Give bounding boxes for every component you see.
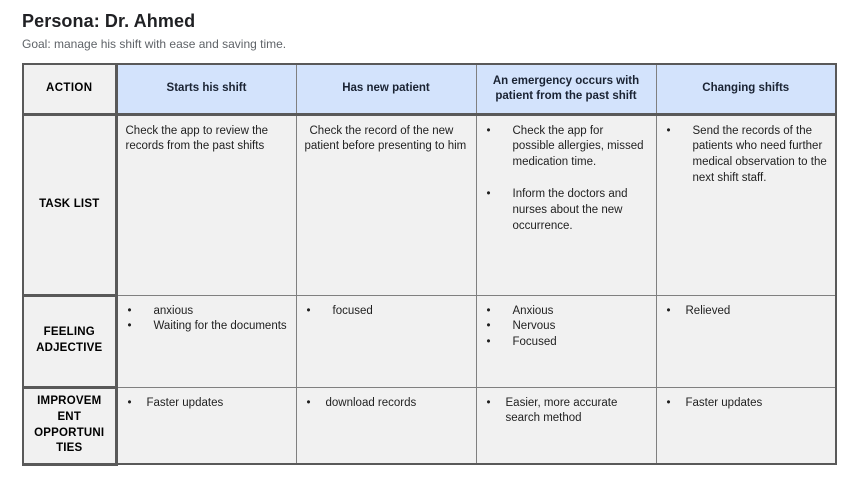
list-item-text: anxious — [153, 304, 194, 317]
list-item: • Nervous — [487, 319, 648, 335]
bullet-list: • Faster updates — [126, 396, 288, 412]
bullet-icon: • — [666, 396, 671, 409]
cell-feeling-emergency: • Anxious • Nervous • Focused — [475, 294, 657, 388]
bullet-icon: • — [306, 304, 311, 317]
bullet-icon: • — [486, 188, 491, 201]
list-item: • Focused — [487, 335, 648, 351]
cell-feeling-changing-shifts: • Relieved — [655, 294, 837, 388]
header-action: ACTION — [22, 63, 118, 116]
header-starts-shift: Starts his shift — [115, 63, 297, 116]
list-item-text: Inform the doctors and nurses about the … — [512, 188, 628, 232]
list-item-text: Send the records of the patients who nee… — [692, 124, 827, 185]
list-item: • Check the app for possible allergies, … — [487, 124, 648, 172]
bullet-list: • Send the records of the patients who n… — [665, 124, 828, 187]
header-emergency: An emergency occurs with patient from th… — [475, 63, 657, 116]
list-item-text: Faster updates — [685, 396, 763, 409]
list-item: • focused — [307, 304, 468, 320]
bullet-icon: • — [127, 320, 132, 333]
cell-improve-new-patient: • download records — [295, 386, 477, 465]
bullet-list: • download records — [305, 396, 468, 412]
cell-improve-changing-shifts: • Faster updates — [655, 386, 837, 465]
bullet-list: • Check the app for possible allergies, … — [485, 124, 648, 235]
page-title: Persona: Dr. Ahmed — [22, 11, 196, 31]
row-improvement-opportunities: IMPROVEM ENT OPPORTUNI TIES • Faster upd… — [22, 385, 837, 466]
row-feeling-adjective: FEELING ADJECTIVE • anxious • Waiting fo… — [22, 293, 837, 389]
cell-improve-emergency: • Easier, more accurate search method — [475, 386, 657, 465]
list-item-text: Easier, more accurate search method — [505, 396, 618, 425]
bullet-icon: • — [666, 124, 671, 137]
bullet-icon: • — [127, 396, 132, 409]
list-item-text: Check the app for possible allergies, mi… — [512, 124, 644, 169]
cell-text: Check the app to review the records from… — [125, 124, 272, 153]
list-item: • Relieved — [667, 304, 828, 320]
list-item: • anxious — [128, 304, 288, 320]
list-item: • Easier, more accurate search method — [487, 396, 648, 428]
bullet-icon: • — [486, 304, 491, 317]
cell-feeling-starts-shift: • anxious • Waiting for the documents — [115, 294, 297, 388]
list-item-text: Waiting for the documents — [153, 320, 287, 333]
list-item-text: download records — [325, 396, 417, 409]
bullet-icon: • — [486, 320, 491, 333]
bullet-icon: • — [486, 396, 491, 409]
bullet-list: • anxious • Waiting for the documents — [126, 304, 288, 336]
row-label-feeling-adjective: FEELING ADJECTIVE — [22, 293, 118, 389]
list-item: • Anxious — [487, 304, 648, 320]
list-item-text: Focused — [512, 336, 557, 349]
cell-text: Check the record of the new patient befo… — [304, 124, 467, 153]
bullet-icon: • — [486, 336, 491, 349]
list-item-text: Anxious — [512, 304, 554, 317]
row-label-improvement-opportunities: IMPROVEM ENT OPPORTUNI TIES — [22, 385, 118, 466]
persona-journey-table: ACTION Starts his shift Has new patient … — [22, 63, 837, 466]
list-item: • Send the records of the patients who n… — [667, 124, 828, 187]
list-item-text: focused — [332, 304, 373, 317]
row-label-task-list: TASK LIST — [22, 112, 118, 297]
bullet-list: • Easier, more accurate search method — [485, 396, 648, 428]
cell-task-starts-shift: Check the app to review the records from… — [115, 113, 297, 296]
bullet-list: • Faster updates — [665, 396, 828, 412]
cell-improve-starts-shift: • Faster updates — [115, 386, 297, 465]
bullet-list: • Relieved — [665, 304, 828, 320]
list-item: • Faster updates — [128, 396, 288, 412]
persona-goal: Goal: manage his shift with ease and sav… — [22, 37, 287, 51]
list-item: • Faster updates — [667, 396, 828, 412]
row-task-list: TASK LIST Check the app to review the re… — [22, 112, 837, 297]
bullet-icon: • — [666, 304, 671, 317]
header-changing-shifts: Changing shifts — [655, 63, 837, 116]
list-item: • Waiting for the documents — [128, 319, 288, 335]
cell-task-new-patient: Check the record of the new patient befo… — [295, 113, 477, 296]
list-item: • download records — [307, 396, 468, 412]
bullet-list: • Anxious • Nervous • Focused — [485, 304, 648, 352]
cell-task-emergency: • Check the app for possible allergies, … — [475, 113, 657, 296]
header-row: ACTION Starts his shift Has new patient … — [22, 63, 837, 116]
cell-task-changing-shifts: • Send the records of the patients who n… — [655, 113, 837, 296]
list-item-text: Nervous — [512, 320, 556, 333]
bullet-icon: • — [486, 124, 491, 137]
list-item-text: Relieved — [685, 304, 731, 317]
header-new-patient: Has new patient — [295, 63, 477, 116]
list-item: • Inform the doctors and nurses about th… — [487, 187, 648, 235]
bullet-icon: • — [127, 304, 132, 317]
cell-feeling-new-patient: • focused — [295, 294, 477, 388]
persona-slide: Persona: Dr. Ahmed Goal: manage his shif… — [22, 11, 837, 466]
list-item-text: Faster updates — [146, 396, 224, 409]
bullet-icon: • — [306, 396, 311, 409]
bullet-list: • focused — [305, 304, 468, 320]
